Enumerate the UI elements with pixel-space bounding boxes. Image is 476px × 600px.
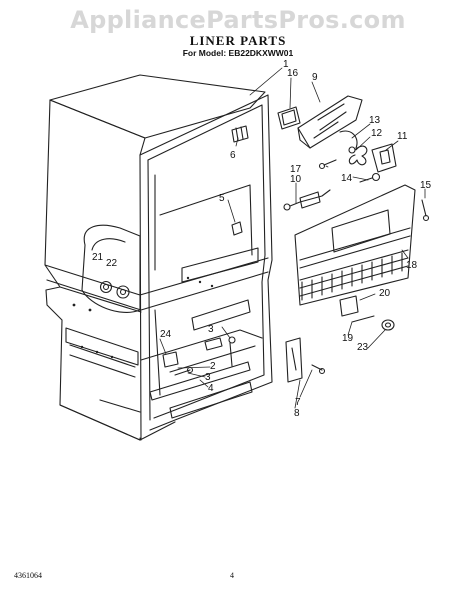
callout-6: 6 [230,150,236,161]
crisper-rail [181,247,259,331]
callout-11: 11 [397,131,408,142]
part-23-grommet [381,319,395,331]
callout-2: 2 [210,361,216,372]
footer-code: 4361064 [14,571,42,580]
part-20-bracket [339,295,359,317]
part-17-screw [318,159,337,170]
callout-1: 1 [283,59,289,70]
part-14-bulb [359,172,381,183]
part-7-bracket [285,337,303,383]
callout-14: 14 [341,173,353,184]
page-title: LINER PARTS [189,33,287,48]
callout-16: 16 [287,68,299,79]
part-11-bracket [371,143,397,173]
part-16-gasket [277,106,301,130]
part-13-damper [339,130,358,154]
leader-lines [159,67,426,409]
part-3-clip [228,336,236,367]
cabinet-liner [44,74,273,441]
part-12-fan [348,145,368,166]
model-number: For Model: EB22DKXWW01 [182,48,294,58]
part-10-harness [283,189,331,211]
callout-3b: 3 [205,372,211,383]
part-24-block [162,351,179,368]
part-9-housing [297,95,363,149]
callouts: 1 16 9 13 12 11 6 17 10 14 15 5 21 22 18… [92,59,432,419]
side-panel-holes [72,276,214,359]
callout-3: 3 [208,324,214,335]
part-15-screw [421,199,430,222]
callout-13: 13 [369,115,381,126]
part-6-bracket [231,125,249,143]
part-4-rail [149,337,253,419]
callout-22: 22 [106,258,118,269]
callout-5: 5 [219,193,225,204]
callout-10: 10 [290,174,302,185]
knob-21 [99,280,113,294]
footer-page: 4 [230,571,234,580]
callout-8: 8 [294,408,300,419]
part-19-fastener [351,315,375,323]
callout-9: 9 [312,72,318,83]
callout-19: 19 [342,333,354,344]
part-2-screw [174,366,194,376]
control-housing [81,224,141,313]
callout-4: 4 [208,383,214,394]
callout-20: 20 [379,288,391,299]
part-8-screw [311,364,326,375]
callout-7: 7 [295,397,301,408]
callout-21: 21 [92,252,104,263]
callout-18: 18 [406,260,418,271]
callout-12: 12 [371,128,383,139]
callout-23: 23 [357,342,369,353]
watermark: AppliancePartsPros.com [70,6,406,34]
callout-24: 24 [160,329,172,340]
callout-17: 17 [290,164,302,175]
knob-22 [116,285,130,299]
callout-15: 15 [420,180,432,191]
part-5-clip [231,221,243,236]
part-18-cover-panel [294,184,416,306]
